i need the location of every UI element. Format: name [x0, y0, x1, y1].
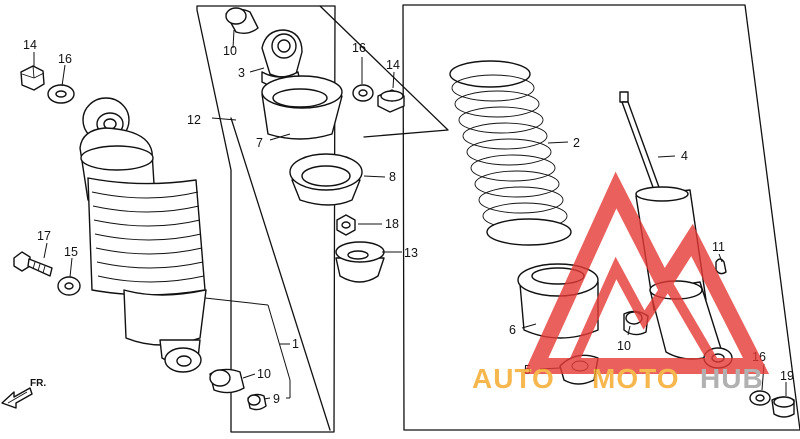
group-frame-12 [196, 5, 336, 433]
callout-9: 9 [273, 392, 280, 406]
callout-17: 17 [37, 229, 51, 243]
watermark-hub: HUB [700, 363, 764, 394]
front-direction-arrow: FR. [1, 378, 46, 409]
part-18-nut [336, 214, 356, 236]
callout-3: 3 [238, 66, 245, 80]
part-8-ring [289, 153, 363, 206]
callout-12: 12 [187, 113, 201, 127]
callout-2: 2 [573, 136, 580, 150]
part-7-spring-seat [261, 75, 343, 140]
callout-4: 4 [681, 149, 688, 163]
part-19-cap-nut [771, 396, 795, 418]
leader-lines [33, 29, 787, 400]
group-frame-inner [402, 4, 800, 431]
part-11-pin [715, 258, 727, 275]
fr-label: FR. [30, 378, 46, 389]
callout-13: 13 [404, 246, 418, 260]
watermark-auto: AUTO [472, 363, 555, 394]
part-16-washer-left [47, 84, 75, 104]
callout-14-left: 14 [23, 38, 37, 52]
callout-16-left: 16 [58, 52, 72, 66]
part-16-washer-lower [749, 390, 771, 406]
callout-1: 1 [292, 337, 299, 351]
callout-11: 11 [712, 240, 725, 254]
part-15-washer [57, 276, 81, 296]
part-2-coil-spring [449, 60, 572, 246]
callout-10-top: 10 [223, 44, 237, 58]
callout-8: 8 [389, 170, 396, 184]
part-14-nut-left [20, 65, 45, 91]
part-17-bolt [13, 251, 53, 277]
callout-15: 15 [64, 245, 78, 259]
callout-10-mid: 10 [617, 339, 631, 353]
callout-6: 6 [509, 323, 516, 337]
part-1-shock-absorber-assembly [79, 97, 207, 373]
part-13-cap [335, 241, 385, 283]
callout-10-lower: 10 [257, 367, 271, 381]
frame-diagonal [230, 117, 331, 431]
part-10-bushing-lower [209, 368, 245, 394]
part-16-washer-upper [352, 84, 374, 102]
part-10-bushing-top [225, 7, 259, 35]
part-9-spacer [247, 393, 267, 411]
callout-16-upper: 16 [352, 41, 366, 55]
callout-7: 7 [256, 136, 263, 150]
callout-18: 18 [385, 217, 399, 231]
part-14-nut-upper [377, 89, 405, 113]
watermark-logo-mark [523, 171, 770, 374]
watermark-moto: MOTO [592, 363, 679, 394]
callout-14-upper: 14 [386, 58, 400, 72]
automotohub-watermark: AUTO MOTO HUB [472, 171, 770, 394]
group-frame-14-16 [319, 5, 449, 138]
callout-numbers: 14 16 10 3 12 7 8 18 13 16 14 2 4 11 6 1… [23, 38, 794, 406]
callout-19: 19 [780, 369, 794, 383]
